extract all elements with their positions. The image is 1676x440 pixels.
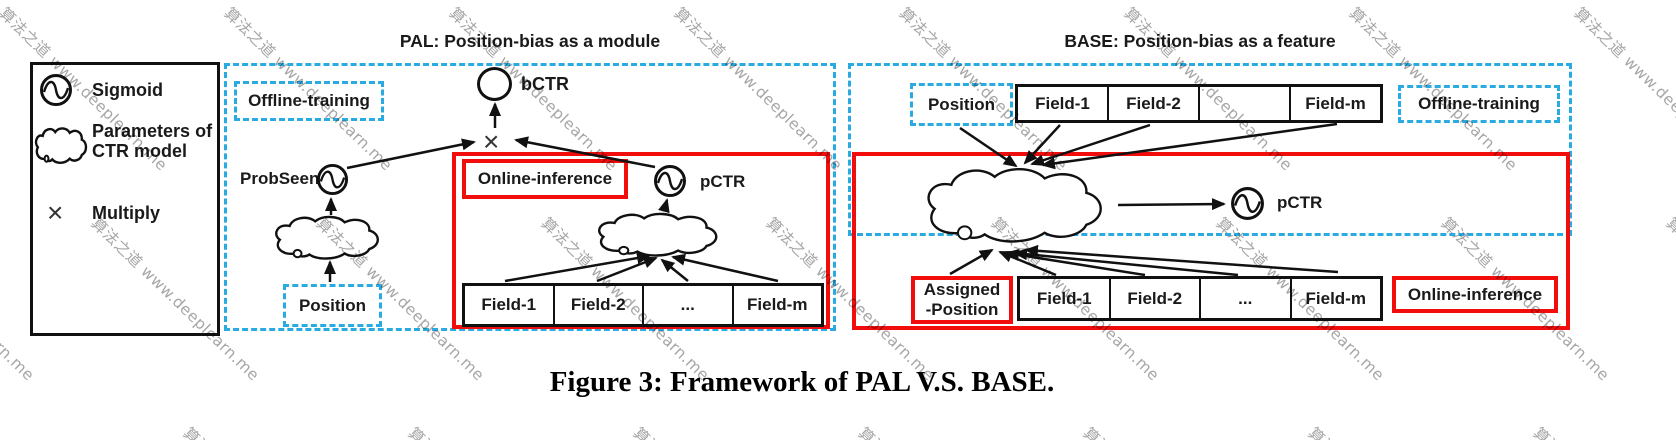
base-bottom-field-cell: Field-2 [1108,279,1200,318]
pal-offline-training-box: Offline-training [234,81,384,121]
base-title: BASE: Position-bias as a feature [1064,31,1336,51]
base-online-inference-label: Online-inference [1407,284,1543,304]
legend-parameters-label: Parameters of CTR model [92,121,213,161]
base-pctr-label: pCTR [1277,193,1323,212]
watermark-text: 算法之道 www.deeplearn.me [1079,422,1257,440]
pal-multiply-node: × [483,126,500,157]
pal-fields-row: Field-1 Field-2 ... Field-m [462,283,824,327]
base-ctr-cloud [918,164,1118,244]
watermark-text: 算法之道 www.deeplearn.me [1304,422,1482,440]
pal-offline-training-label: Offline-training [248,91,370,110]
sigmoid-icon [39,73,73,107]
base-assigned-position-box: Assigned -Position [911,276,1013,324]
legend-multiply-label: Multiply [92,203,160,223]
pal-field-cell: Field-m [731,286,822,324]
base-bottom-field-cell: ... [1199,279,1290,318]
pal-dashed-region [224,63,836,331]
base-top-fields-row: Field-1 Field-2 Field-m [1015,84,1383,123]
watermark-text: 算法之道 www.deeplearn.me [404,422,582,440]
base-offline-training-box: Offline-training [1398,85,1560,123]
legend-box [30,62,220,336]
base-bottom-fields-row: Field-1 Field-2 ... Field-m [1017,276,1383,321]
pal-position-box: Position [283,284,382,327]
base-top-field-cell: Field-m [1289,87,1380,120]
base-top-field-cell: Field-1 [1035,93,1090,113]
watermark-text: 算法之道 www.deeplearn.me [1662,214,1676,384]
pal-online-inference-label: Online-inference [477,169,613,188]
pal-probseen-sigmoid-icon [316,163,349,196]
cloud-icon [33,126,91,164]
legend-sigmoid-label: Sigmoid [92,80,163,100]
pal-parameters-cloud [270,214,388,260]
pal-field-cell: ... [642,286,732,324]
pal-pctr-label: pCTR [700,172,746,191]
watermark-text: 算法之道 www.deeplearn.me [0,422,132,440]
pal-ctr-cloud [592,211,728,257]
pal-bctr-label: bCTR [521,74,569,94]
base-top-field-cell: Field-2 [1107,87,1198,120]
base-bottom-field-cell: Field-m [1289,279,1381,318]
base-offline-training-label: Offline-training [1418,94,1540,113]
pal-field-cell: Field-1 [481,295,537,314]
base-position-box: Position [910,83,1013,126]
base-online-inference-box: Online-inference [1392,276,1558,313]
watermark-text: 算法之道 www.deeplearn.me [1570,4,1676,175]
pal-field-cell: Field-2 [552,286,643,324]
pal-position-label: Position [298,295,367,315]
watermark-text: 算法之道 www.deeplearn.me [179,422,357,440]
pal-probseen-label: ProbSeen [240,169,320,188]
multiply-icon: × [47,197,64,228]
watermark-text: 算法之道 www.deeplearn.me [1529,422,1676,440]
base-dashed-region [848,63,1572,236]
base-position-label: Position [927,94,996,114]
watermark-text: 算法之道 www.deeplearn.me [629,422,807,440]
base-top-field-cell [1198,87,1289,120]
pal-pctr-sigmoid-icon [653,164,687,198]
pal-title: PAL: Position-bias as a module [399,31,661,51]
pal-bctr-node [477,67,512,101]
watermark-text: 算法之道 www.deeplearn.me [854,422,1032,440]
base-bottom-field-cell: Field-1 [1036,288,1092,308]
figure-caption: Figure 3: Framework of PAL V.S. BASE. [549,366,1055,398]
pal-online-inference-box: Online-inference [462,159,628,199]
base-assigned-position-label: Assigned -Position [923,280,1001,319]
base-pctr-sigmoid-icon [1230,186,1265,221]
